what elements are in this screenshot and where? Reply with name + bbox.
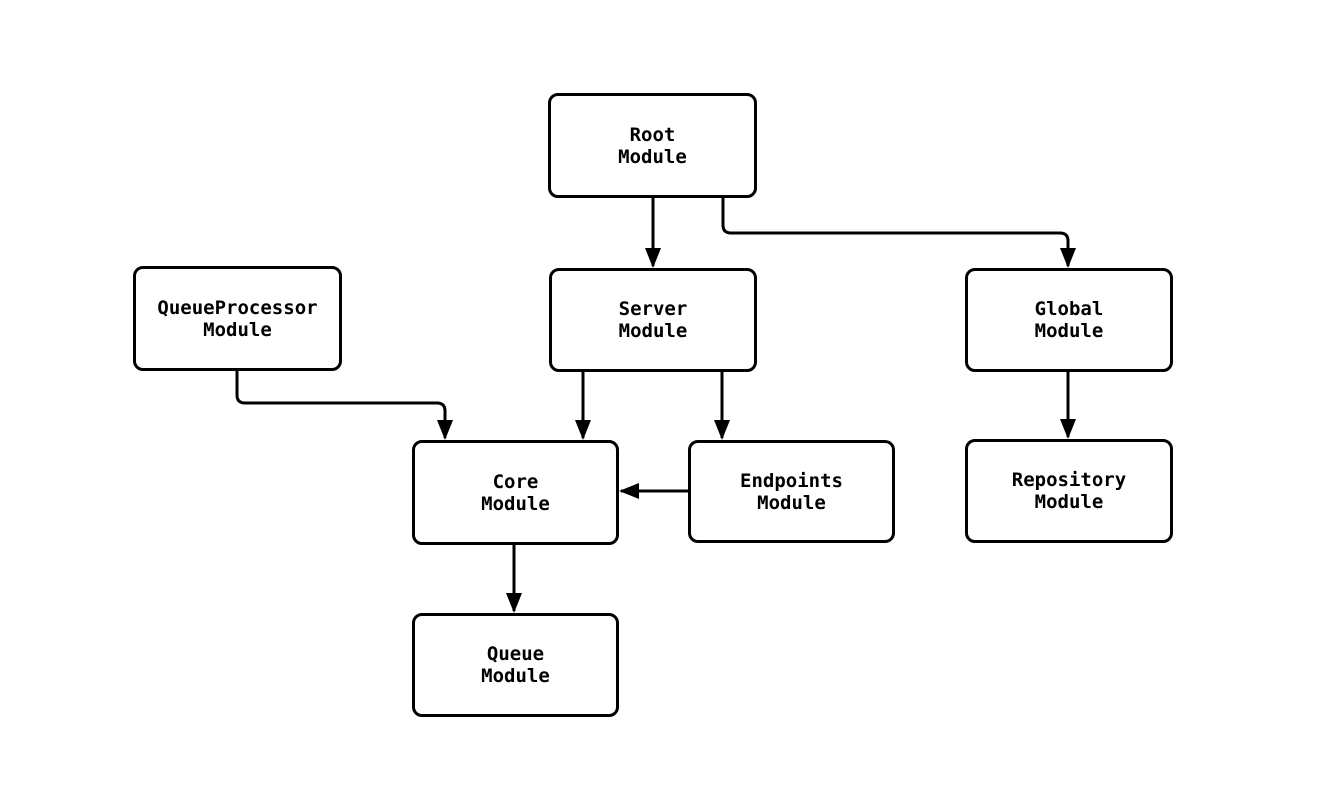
- node-endpoints-module: Endpoints Module: [688, 440, 895, 543]
- node-label: Repository Module: [1011, 469, 1127, 513]
- node-repository-module: Repository Module: [965, 439, 1173, 543]
- node-label: Server Module: [618, 298, 688, 342]
- node-label: QueueProcessor Module: [157, 296, 318, 341]
- node-label: Queue Module: [481, 643, 550, 687]
- node-root-module: Root Module: [548, 93, 757, 198]
- node-queueprocessor-module: QueueProcessor Module: [133, 266, 342, 371]
- node-label: Root Module: [618, 123, 687, 168]
- node-core-module: Core Module: [412, 440, 619, 545]
- node-global-module: Global Module: [965, 268, 1173, 372]
- node-label: Endpoints Module: [740, 469, 843, 514]
- node-label: Global Module: [1034, 298, 1104, 342]
- edge-queueprocessor-to-core: [235, 371, 453, 440]
- node-queue-module: Queue Module: [412, 613, 619, 717]
- node-server-module: Server Module: [549, 268, 757, 372]
- edge-root-to-global: [721, 198, 1076, 268]
- node-label: Core Module: [481, 470, 550, 515]
